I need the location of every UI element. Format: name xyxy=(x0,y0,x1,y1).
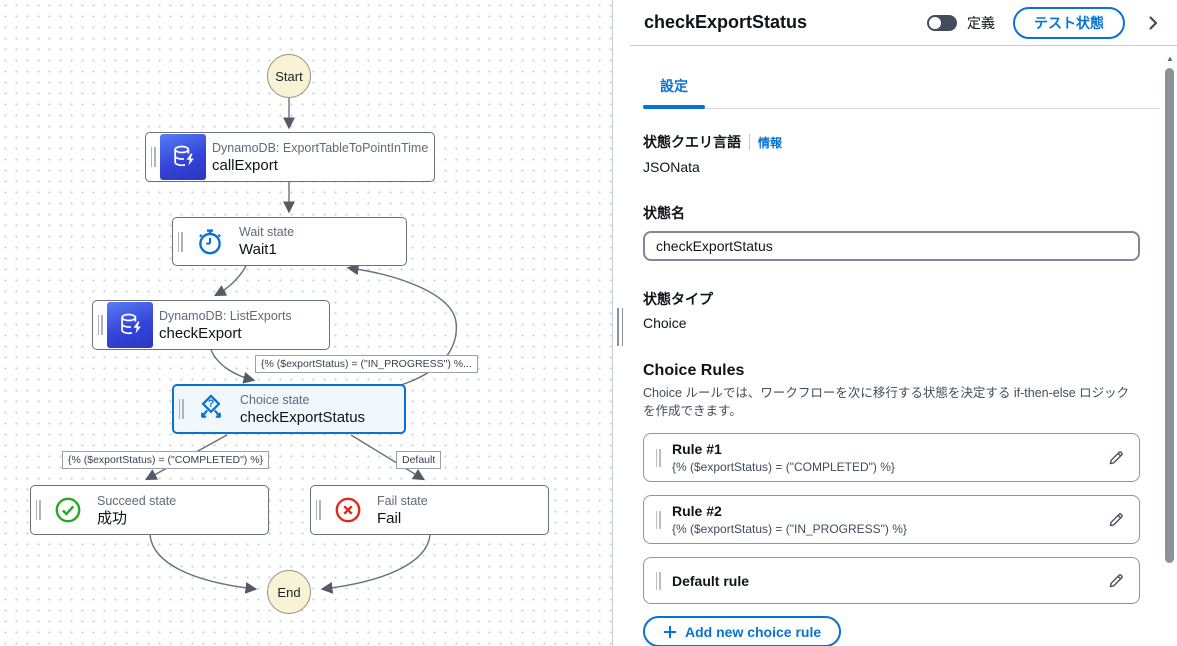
node-drag-handle[interactable] xyxy=(311,486,325,534)
edit-rule-button[interactable] xyxy=(1105,447,1127,469)
add-choice-rule-label: Add new choice rule xyxy=(685,623,822,640)
node-name: checkExportStatus xyxy=(240,408,366,426)
node-name: 成功 xyxy=(97,509,128,527)
state-name-label: 状態名 xyxy=(643,205,685,221)
choice-rule-card-default[interactable]: Default rule xyxy=(643,557,1140,604)
toggle-knob xyxy=(929,16,941,29)
state-name-input[interactable] xyxy=(643,231,1140,261)
panel-tabs: 設定 xyxy=(643,46,1160,109)
state-node-checkexportstatus[interactable]: ? Choice state checkExportStatus xyxy=(172,384,406,434)
node-name: callExport xyxy=(212,156,278,174)
node-name: Wait1 xyxy=(239,241,277,258)
definition-toggle-label: 定義 xyxy=(967,14,995,31)
node-drag-handle[interactable] xyxy=(146,133,160,181)
panel-resize-handle[interactable] xyxy=(613,0,630,646)
node-type-label: Fail state xyxy=(377,493,428,508)
query-language-value: JSONata xyxy=(643,159,700,175)
scrollbar-thumb[interactable] xyxy=(1165,68,1174,563)
start-node-label: Start xyxy=(275,68,303,84)
node-name: Fail xyxy=(377,509,402,527)
node-type-label: DynamoDB: ExportTableToPointInTime xyxy=(212,140,429,155)
node-type-label: Succeed state xyxy=(97,493,177,508)
resize-grip-icon xyxy=(617,308,623,346)
add-choice-rule-button[interactable]: Add new choice rule xyxy=(643,616,842,646)
start-node[interactable]: Start xyxy=(267,54,311,98)
end-node[interactable]: End xyxy=(267,570,311,614)
tab-settings[interactable]: 設定 xyxy=(643,76,705,109)
choice-icon: ? xyxy=(188,386,234,432)
choice-rule-card-2[interactable]: Rule #2 {% ($exportStatus) = ("IN_PROGRE… xyxy=(643,495,1140,544)
node-drag-handle[interactable] xyxy=(174,386,188,432)
edge-label-in-progress: {% ($exportStatus) = ("IN_PROGRESS") %..… xyxy=(255,355,478,373)
node-drag-handle[interactable] xyxy=(31,486,45,534)
dynamodb-icon xyxy=(107,302,153,348)
plus-icon xyxy=(663,625,677,638)
chevron-right-icon[interactable] xyxy=(1145,15,1161,31)
state-node-fail[interactable]: Fail state Fail xyxy=(310,485,549,535)
state-config-panel: checkExportStatus 定義 テスト状態 設定 状態クエリ言語 情報… xyxy=(630,0,1177,646)
node-drag-handle[interactable] xyxy=(93,301,107,349)
succeed-check-icon xyxy=(45,486,91,534)
query-language-label: 状態クエリ言語 xyxy=(643,134,741,150)
state-type-value: Choice xyxy=(643,315,687,331)
wait-clock-icon xyxy=(187,218,233,265)
edge-label-default: Default xyxy=(396,451,442,469)
edit-rule-button[interactable] xyxy=(1105,570,1127,592)
workflow-canvas[interactable]: Start DynamoDB: ExportTableToPointInTime… xyxy=(0,0,613,646)
rule-drag-handle[interactable] xyxy=(650,510,666,529)
svg-text:?: ? xyxy=(208,398,214,410)
panel-header: checkExportStatus 定義 テスト状態 xyxy=(630,0,1177,46)
state-node-checkexport[interactable]: DynamoDB: ListExports checkExport xyxy=(92,300,330,350)
node-type-label: DynamoDB: ListExports xyxy=(159,308,292,323)
panel-scrollbar[interactable]: ▲ xyxy=(1164,50,1176,646)
page-title: checkExportStatus xyxy=(644,12,808,32)
info-link[interactable]: 情報 xyxy=(758,135,783,150)
rule-drag-handle[interactable] xyxy=(650,571,666,590)
edge-label-completed: {% ($exportStatus) = ("COMPLETED") %} xyxy=(62,451,270,469)
state-node-succeed[interactable]: Succeed state 成功 xyxy=(30,485,269,535)
rule-title: Rule #1 xyxy=(672,441,722,457)
end-node-label: End xyxy=(277,584,301,600)
edit-rule-button[interactable] xyxy=(1105,509,1127,531)
label-divider xyxy=(749,134,750,150)
dynamodb-icon xyxy=(160,134,206,180)
choice-rule-card-1[interactable]: Rule #1 {% ($exportStatus) = ("COMPLETED… xyxy=(643,433,1140,482)
choice-rules-description: Choice ルールでは、ワークフローを次に移行する状態を決定する if-the… xyxy=(643,386,1130,418)
definition-toggle[interactable] xyxy=(927,14,957,31)
state-node-callexport[interactable]: DynamoDB: ExportTableToPointInTime callE… xyxy=(145,132,435,182)
node-name: checkExport xyxy=(159,324,242,342)
node-type-label: Choice state xyxy=(240,392,310,407)
test-state-button[interactable]: テスト状態 xyxy=(1013,6,1125,39)
rule-title: Rule #2 xyxy=(672,503,722,519)
fail-x-icon xyxy=(325,486,371,534)
scroll-up-icon[interactable]: ▲ xyxy=(1166,54,1174,63)
rule-title: Default rule xyxy=(672,572,750,589)
node-type-label: Wait state xyxy=(239,225,295,239)
rule-expression: {% ($exportStatus) = ("IN_PROGRESS") %} xyxy=(672,522,907,536)
state-node-wait1[interactable]: Wait state Wait1 xyxy=(172,217,407,266)
node-drag-handle[interactable] xyxy=(173,218,187,265)
state-type-label: 状態タイプ xyxy=(643,291,713,307)
rule-drag-handle[interactable] xyxy=(650,448,666,467)
rule-expression: {% ($exportStatus) = ("COMPLETED") %} xyxy=(672,460,895,474)
choice-rules-heading: Choice Rules xyxy=(643,362,745,379)
